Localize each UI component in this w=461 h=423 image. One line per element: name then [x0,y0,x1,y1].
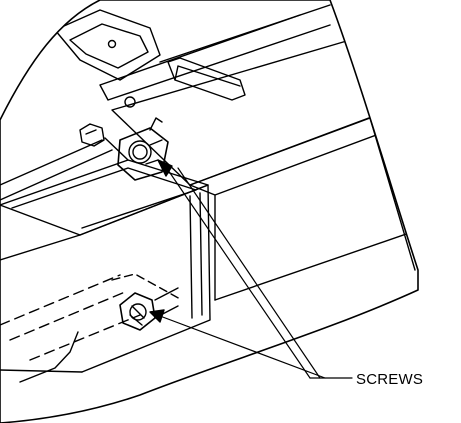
upper-screw-icon [117,117,169,181]
cover-top-inner [11,167,197,229]
arrowhead-lower-icon [149,309,165,323]
panel-hole-icon [124,96,136,108]
top-rail [99,14,331,101]
housing-right-lower [214,127,418,301]
leader-upper [167,169,311,379]
housing-top-crease [189,117,371,186]
housing-top-face [111,39,391,186]
housing-right-face [189,117,416,301]
cover-left-face [0,234,83,373]
frame-lower-edge [0,137,129,201]
cover-front-face [79,184,211,373]
upper-bracket-inner [69,23,149,69]
left-bolt-icon [79,123,105,147]
arrowhead-upper-icon [157,159,173,177]
bracket-hole-icon [107,39,117,49]
leader-lines [159,167,353,379]
screws-callout-label: SCREWS [356,371,423,388]
latch-handle [167,57,246,101]
cover-front-rim [189,192,203,319]
cover-step [19,331,79,383]
hidden-lines [0,274,141,361]
leader-upper-2 [177,167,321,379]
lower-screw-icon [119,287,179,331]
view-outline [0,0,419,423]
hidden-slot [111,273,183,301]
top-rail-lip [159,4,331,63]
upper-bracket [54,9,161,81]
leader-lower [159,315,326,379]
latch-handle-edge [174,65,241,87]
